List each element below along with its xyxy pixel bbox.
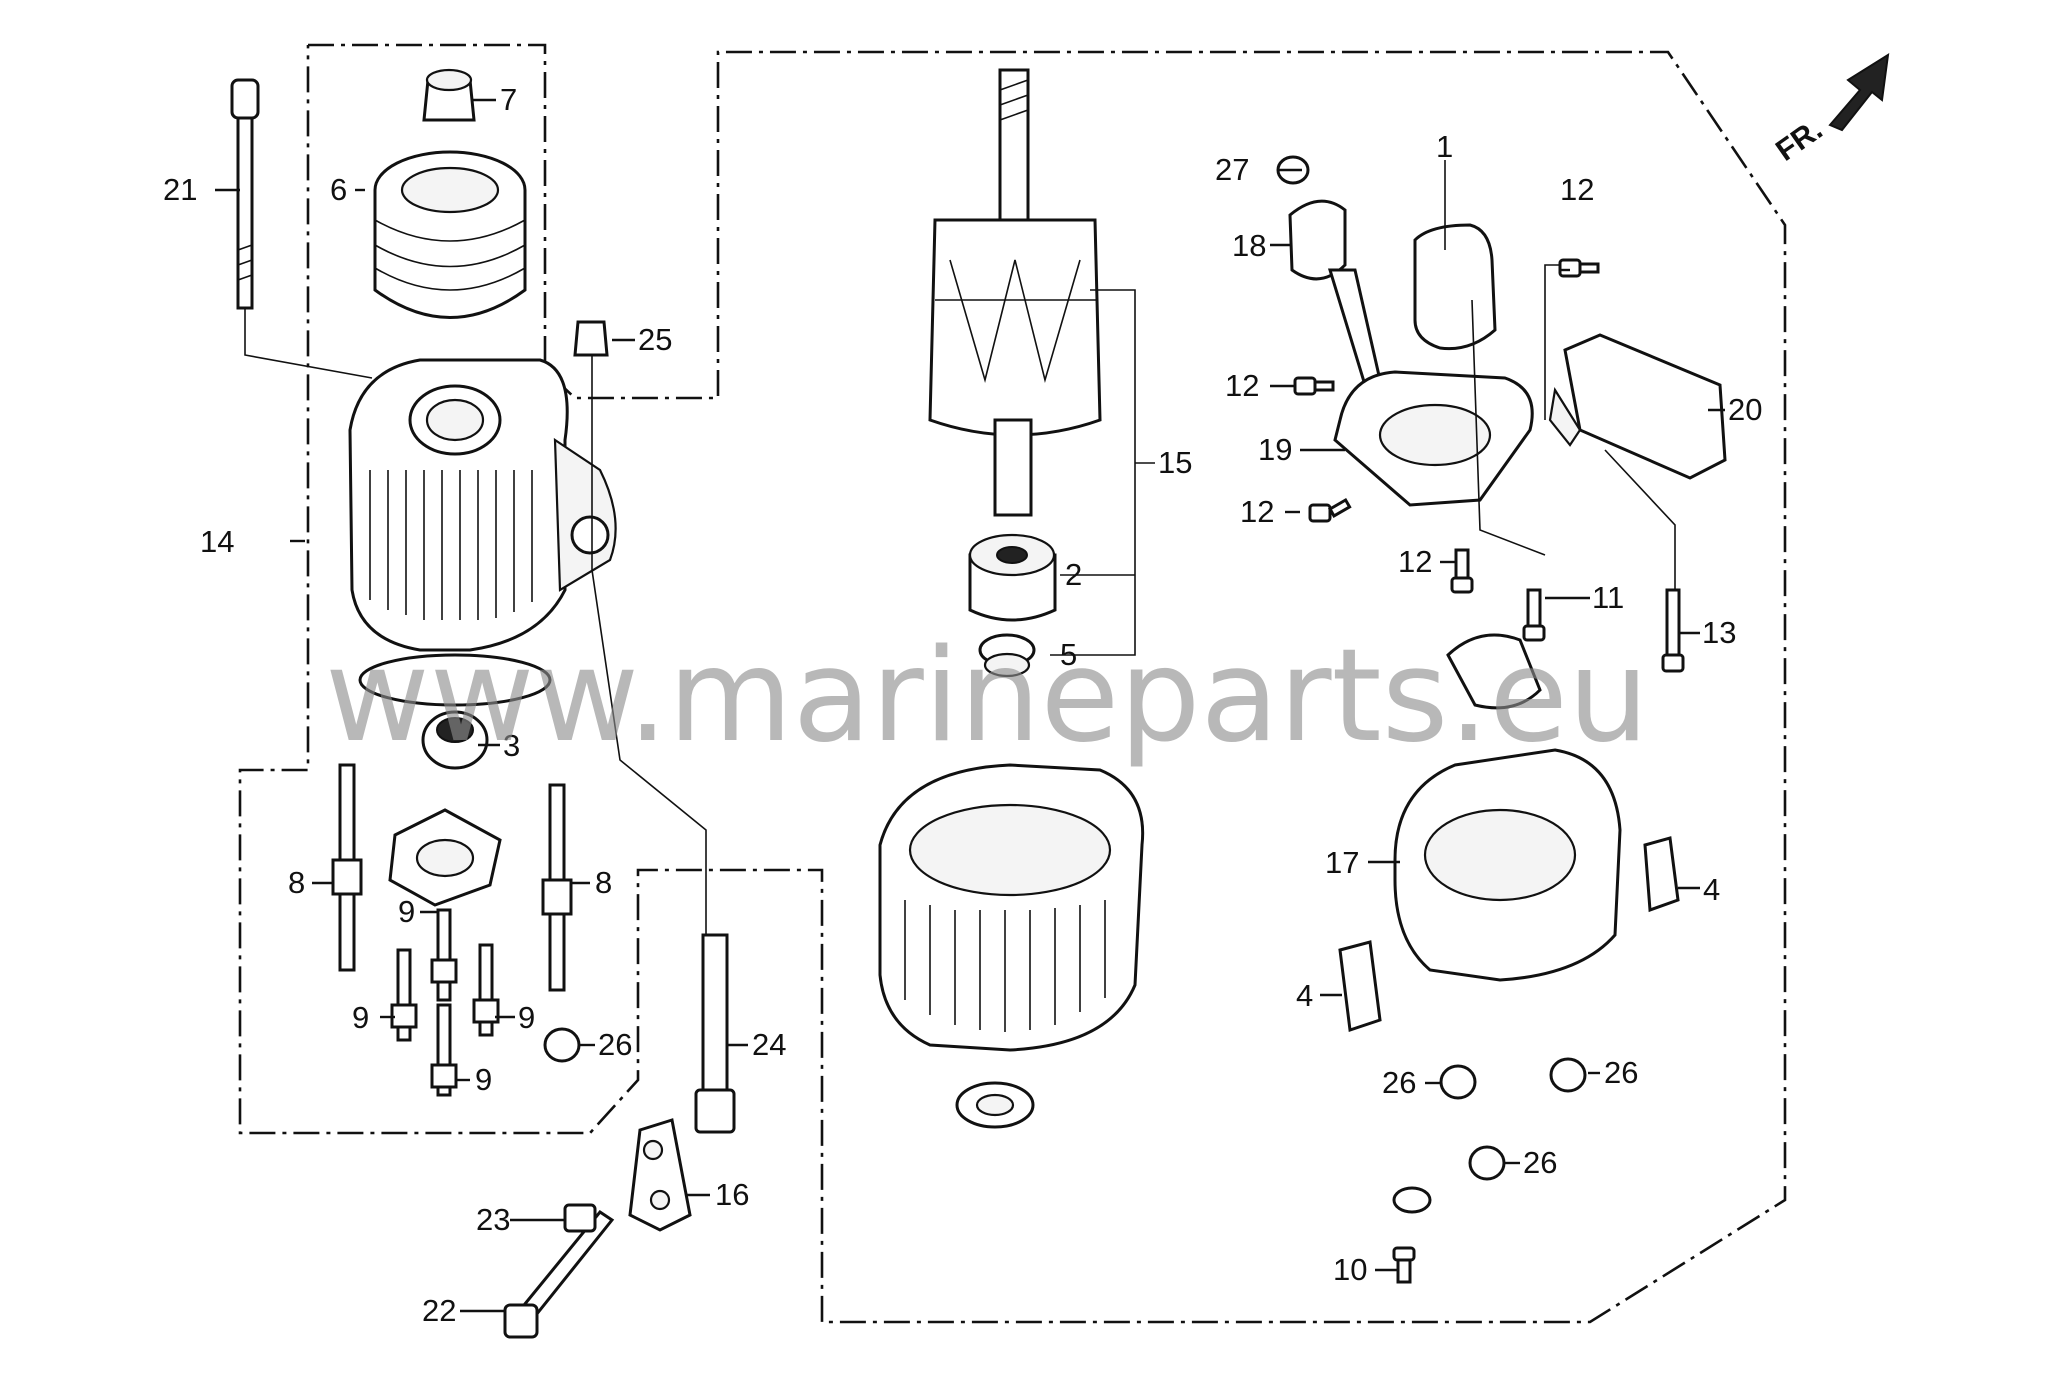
callout-4: 4 [1703, 872, 1720, 907]
callout-27: 27 [1215, 152, 1249, 187]
callout-23: 23 [476, 1202, 510, 1237]
callout-9: 9 [398, 894, 415, 929]
callout-2: 2 [1065, 557, 1082, 592]
watermark: www.marineparts.eu [325, 622, 1649, 771]
pulley [373, 150, 527, 319]
callout-13: 13 [1702, 615, 1736, 650]
bracket-and-bolts [503, 1118, 692, 1339]
callout-26: 26 [1382, 1065, 1416, 1100]
caps [543, 1027, 1587, 1181]
callout-25: 25 [638, 322, 672, 357]
callout-16: 16 [715, 1177, 749, 1212]
callout-26: 26 [1523, 1145, 1557, 1180]
callout-12: 12 [1398, 544, 1432, 579]
front-direction-marker: FR. [1770, 53, 1890, 168]
through-bolt [230, 78, 260, 310]
leader-lines [215, 98, 1725, 1313]
callout-17: 17 [1325, 845, 1359, 880]
group-boundaries [238, 43, 1787, 1324]
screws [1293, 258, 1685, 1284]
callout-7: 7 [500, 82, 517, 117]
callouts: 1 2 3 4 4 5 6 7 8 8 9 9 9 9 10 11 12 12 … [163, 82, 1762, 1328]
callout-5: 5 [1060, 637, 1077, 672]
callout-26: 26 [598, 1027, 632, 1062]
regulator-parts [1276, 155, 1727, 507]
callout-15: 15 [1158, 445, 1192, 480]
callout-1: 1 [1436, 129, 1453, 164]
callout-3: 3 [503, 728, 520, 763]
pulley-nut [422, 68, 476, 122]
callout-10: 10 [1333, 1252, 1367, 1287]
callout-9: 9 [475, 1062, 492, 1097]
rear-cover [1338, 633, 1680, 1033]
callout-8: 8 [595, 865, 612, 900]
callout-22: 22 [422, 1293, 456, 1328]
callout-6: 6 [330, 172, 347, 207]
studs-and-bolts [331, 763, 573, 1097]
callout-4: 4 [1296, 978, 1313, 1013]
callout-12: 12 [1240, 494, 1274, 529]
front-marker-label: FR. [1770, 113, 1829, 168]
callout-20: 20 [1728, 392, 1762, 427]
callout-8: 8 [288, 865, 305, 900]
bearings [968, 533, 1057, 678]
gasket-plate [388, 808, 502, 907]
callout-14: 14 [200, 524, 234, 559]
alternator-assembly [348, 358, 617, 770]
callout-26: 26 [1604, 1055, 1638, 1090]
nut-and-stud [573, 320, 736, 1134]
left-group-boundary [238, 43, 1787, 1324]
rear-frame [878, 763, 1145, 1129]
callout-24: 24 [752, 1027, 786, 1062]
callout-11: 11 [1592, 580, 1624, 615]
callout-9: 9 [518, 1000, 535, 1035]
callout-18: 18 [1232, 228, 1266, 263]
callout-21: 21 [163, 172, 197, 207]
callout-9: 9 [352, 1000, 369, 1035]
callout-12: 12 [1560, 172, 1594, 207]
rotor [928, 68, 1102, 517]
callout-12: 12 [1225, 368, 1259, 403]
callout-19: 19 [1258, 432, 1292, 467]
